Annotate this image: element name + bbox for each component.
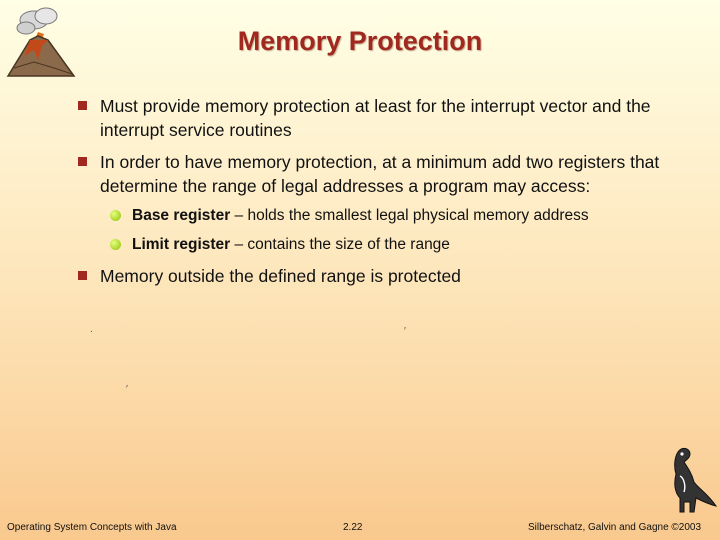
volcano-logo-icon [6,7,76,77]
bullet-text: Memory outside the defined range is prot… [100,266,461,286]
stray-mark: ′ [404,326,406,337]
slide-title: Memory Protection [237,26,483,56]
footer-book-title: Operating System Concepts with Java [7,522,177,533]
sub-bullet-term: Base register [132,207,231,224]
round-bullet-icon [110,210,121,221]
square-bullet-icon [78,157,87,166]
sub-bullet-item: Limit register – contains the size of th… [78,235,678,255]
dinosaur-icon [674,447,718,513]
bullet-item: Must provide memory protection at least … [78,94,678,142]
square-bullet-icon [78,271,87,280]
sub-bullet-term: Limit register [132,236,231,253]
sub-bullet-item: Base register – holds the smallest legal… [78,206,678,226]
square-bullet-icon [78,101,87,110]
footer-copyright: Silberschatz, Galvin and Gagne ©2003 [528,522,702,533]
footer-page-number: 2.22 [343,522,363,533]
stray-mark: . [90,324,93,335]
round-bullet-icon [110,239,121,250]
sub-bullet-text: – contains the size of the range [230,236,450,253]
bullet-item: Memory outside the defined range is prot… [78,264,678,288]
bullet-list: Must provide memory protection at least … [78,94,678,296]
sub-bullet-text: – holds the smallest legal physical memo… [230,207,589,224]
stray-mark: ′ [126,384,128,395]
bullet-item: In order to have memory protection, at a… [78,150,678,198]
bullet-text: Must provide memory protection at least … [100,96,651,140]
bullet-text: In order to have memory protection, at a… [100,152,660,196]
